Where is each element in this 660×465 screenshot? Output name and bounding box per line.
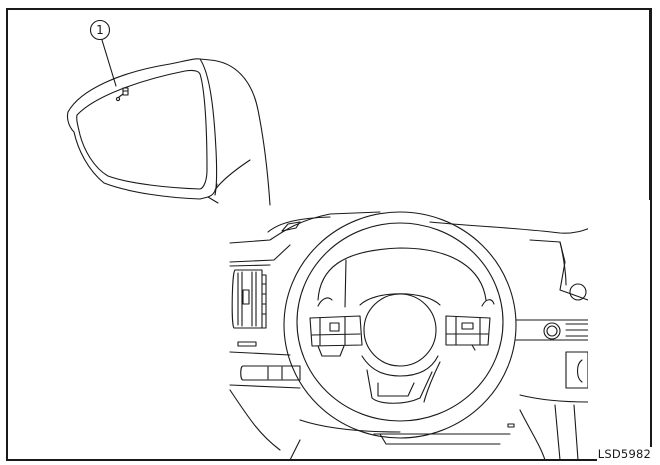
side-mirror (66, 19, 271, 206)
figure-id-label: LSD5982 (596, 447, 652, 461)
left-air-vent (231, 269, 267, 329)
right-spoke-switches (445, 315, 491, 351)
right-dial (543, 322, 561, 340)
right-switch-button (461, 322, 474, 330)
defrost-vent (281, 221, 301, 232)
left-switch-button (329, 322, 340, 332)
knob (569, 283, 587, 301)
steering-wheel-rim (283, 211, 517, 439)
left-spoke-switches (309, 315, 363, 357)
callout-circle (89, 19, 111, 41)
callout-number-1: 1 (96, 23, 104, 37)
cockpit (229, 211, 591, 461)
horn-pad (363, 293, 437, 367)
figure-frame (6, 8, 652, 461)
clip-mask (588, 200, 650, 459)
